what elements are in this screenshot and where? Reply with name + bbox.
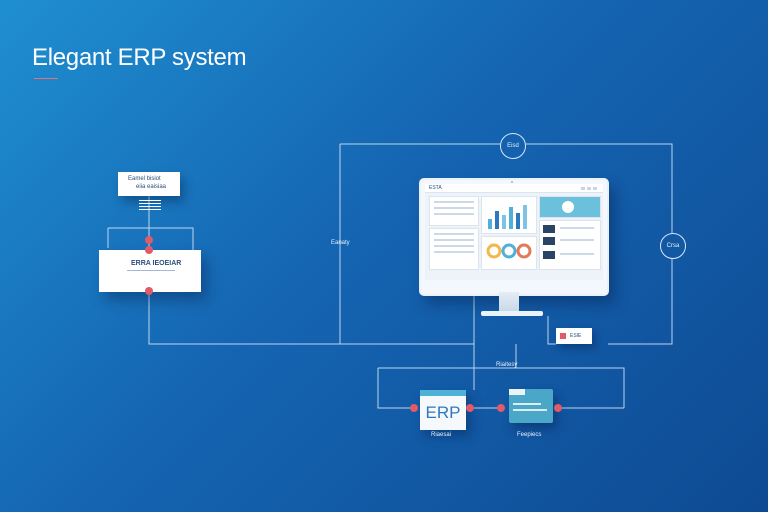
- right-hub-label: Crsa: [666, 243, 680, 249]
- card2-caption: Feepiecs: [517, 432, 542, 438]
- page-title: Elegant ERP system: [32, 44, 247, 71]
- input-document-box: Eamel bisiot eiia eaisiaa: [118, 172, 180, 196]
- dashboard-list-panel: [429, 196, 479, 226]
- teal-module-card: [509, 389, 553, 423]
- bar-chart-icon: [488, 205, 527, 229]
- top-hub-label: Eisd: [507, 143, 519, 149]
- title-underline: [34, 78, 58, 79]
- donut-charts-icon: [486, 243, 532, 259]
- monitor-stand-base: [481, 311, 543, 316]
- process-module-box: ERRA IEOEIAR: [99, 250, 201, 292]
- stacked-lines-icon: [139, 200, 161, 210]
- dashboard-donut-panel: [481, 236, 537, 270]
- badge-red-icon: [560, 333, 566, 339]
- status-badge: ESIE: [556, 328, 592, 344]
- bus-label: Riaitesy: [496, 362, 518, 368]
- left-line-label: Eanaty: [331, 240, 350, 246]
- monitor-camera-dot: [511, 181, 513, 183]
- erp-module-box: ERP: [420, 390, 466, 430]
- right-hub-node: Crsa: [660, 233, 686, 259]
- dashboard-monitor: ESTA: [419, 178, 609, 296]
- erp-text: ERP: [425, 403, 461, 422]
- dashboard-header: ESTA: [425, 184, 603, 193]
- connector-dot-2: [145, 246, 153, 254]
- dashboard-hero-panel: [539, 196, 601, 218]
- connector-dot-7: [554, 404, 562, 412]
- window-controls-icon: [581, 186, 597, 190]
- erp-caption: Riaesai: [431, 432, 452, 438]
- monitor-stand-neck: [499, 292, 519, 312]
- dashboard-table-panel: [429, 228, 479, 270]
- connector-dot-5: [466, 404, 474, 412]
- badge-text: ESIE: [570, 333, 582, 339]
- dashboard-bar-chart-panel: [481, 196, 537, 234]
- connector-dot-3: [145, 287, 153, 295]
- connector-dot-1: [145, 236, 153, 244]
- dashboard-header-title: ESTA: [429, 185, 442, 191]
- dashboard-screen: ESTA: [425, 184, 603, 280]
- connector-dot-4: [410, 404, 418, 412]
- hero-circle-icon: [562, 201, 574, 213]
- top-hub-node: Eisd: [500, 133, 526, 159]
- connector-dot-6: [497, 404, 505, 412]
- dashboard-gallery-panel: [539, 220, 601, 270]
- input-document-line2: eiia eaisiaa: [136, 184, 167, 190]
- input-document-line1: Eamel bisiot: [128, 176, 161, 182]
- process-module-line: [127, 270, 175, 271]
- process-module-label: ERRA IEOEIAR: [131, 260, 182, 267]
